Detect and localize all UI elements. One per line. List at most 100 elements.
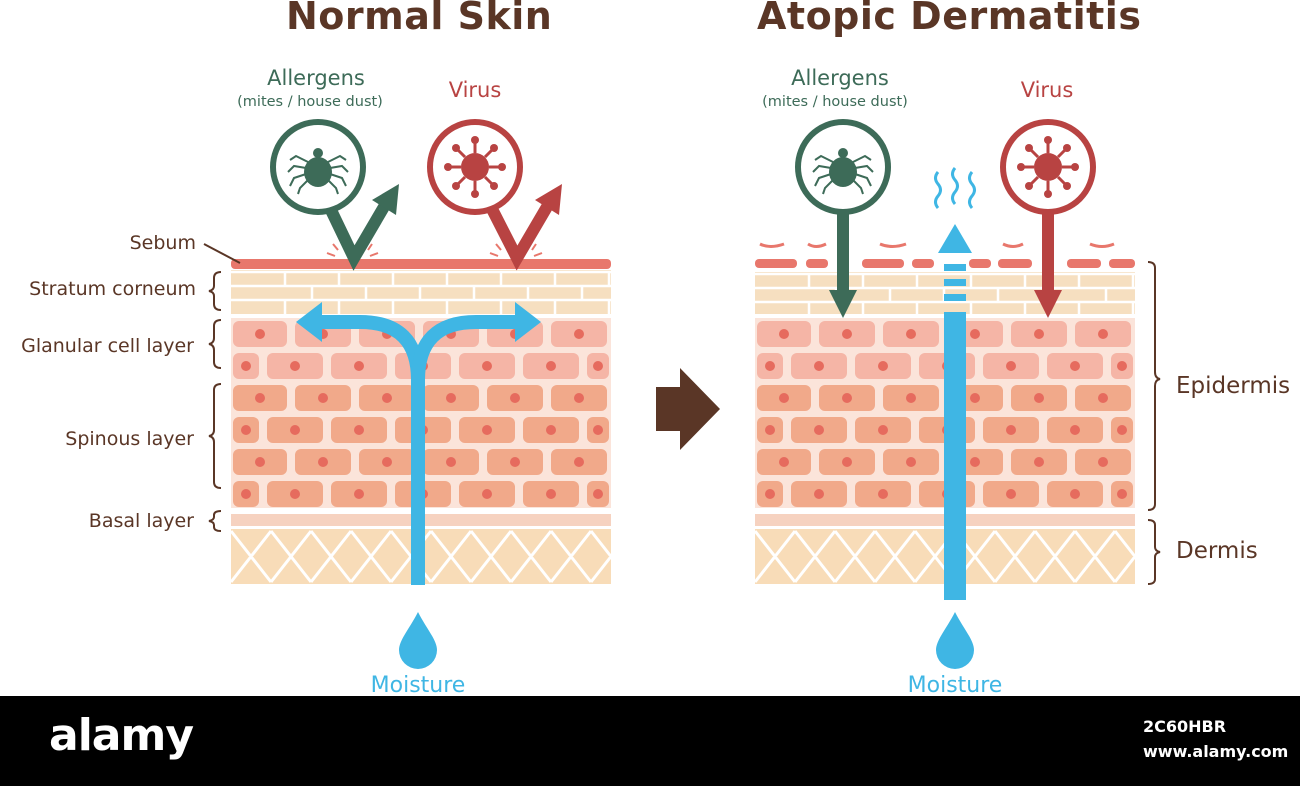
cell-nucleus [510,393,520,403]
cell-nucleus [1034,329,1044,339]
cell-nucleus [382,393,392,403]
normal-skin-title: Normal Skin [286,0,553,38]
layer-braces [208,271,222,532]
cell-nucleus [482,425,492,435]
cell-nucleus [354,489,364,499]
cell-nucleus [814,489,824,499]
cell-nucleus [970,393,980,403]
cell-nucleus [546,361,556,371]
atopic-allergen-pin [795,119,891,318]
atopic-virus-label: Virus [1020,78,1074,102]
normal-skin-block [231,259,611,584]
cell-nucleus [1034,393,1044,403]
cell-nucleus [382,457,392,467]
cell-nucleus [1070,425,1080,435]
normal-virus-label: Virus [448,78,502,102]
cell-nucleus [906,457,916,467]
cell-nucleus [354,361,364,371]
cell-nucleus [906,329,916,339]
cell-nucleus [970,457,980,467]
cell-nucleus [546,489,556,499]
cell-nucleus [765,489,775,499]
atopic-skin-block [755,242,1135,584]
broken-sebum [755,242,1135,268]
normal-moisture-label: Moisture [370,673,466,698]
water-drop-icon [399,612,437,669]
dermis-label: Dermis [1176,538,1258,564]
cell-nucleus [482,489,492,499]
cell-nucleus [1117,425,1127,435]
granular-layer-label: Glanular cell layer [21,335,194,357]
cell-nucleus [241,425,251,435]
cell-nucleus [318,457,328,467]
cell-nucleus [842,393,852,403]
normal-allergens-label: Allergens [267,66,365,90]
atopic-virus-pin [1000,119,1096,318]
cell-nucleus [779,329,789,339]
cell-nucleus [842,457,852,467]
cell-nucleus [814,425,824,435]
cell-nucleus [446,393,456,403]
sebum-leader [203,243,241,264]
cell-nucleus [1098,457,1108,467]
cell-nucleus [1098,329,1108,339]
cell-nucleus [255,457,265,467]
cell-nucleus [878,425,888,435]
stratum-corneum-label: Stratum corneum [29,278,196,300]
cell-nucleus [446,457,456,467]
alamy-logo: alamy [49,710,194,761]
epidermis-label: Epidermis [1176,373,1291,399]
moisture-retained-arrow [315,315,521,585]
atopic-allergens-sublabel: (mites / house dust) [762,94,908,110]
cell-nucleus [814,361,824,371]
cell-nucleus [878,489,888,499]
cell-nucleus [546,425,556,435]
arrow-right-icon [656,368,720,450]
cell-nucleus [593,425,603,435]
cell-nucleus [970,329,980,339]
cell-nucleus [354,425,364,435]
cell-nucleus [574,329,584,339]
site-url: www.alamy.com [1143,742,1289,761]
mite-icon [812,148,874,195]
atopic-allergens-label: Allergens [791,66,889,90]
virus-icon [1017,136,1079,198]
cell-nucleus [1117,361,1127,371]
cell-nucleus [510,457,520,467]
cell-nucleus [906,393,916,403]
cell-nucleus [290,489,300,499]
watermark-footer: alamy 2C60HBR www.alamy.com [0,696,1300,786]
cell-nucleus [765,425,775,435]
cell-nucleus [574,457,584,467]
skin-diagram [203,119,1161,669]
normal-allergens-sublabel: (mites / house dust) [237,94,383,110]
virus-icon [444,136,506,198]
cell-nucleus [241,361,251,371]
cell-nucleus [779,393,789,403]
cell-nucleus [318,393,328,403]
cell-nucleus [593,489,603,499]
cell-nucleus [255,329,265,339]
cell-nucleus [255,393,265,403]
cell-nucleus [1034,457,1044,467]
cell-nucleus [290,361,300,371]
atopic-moisture-label: Moisture [907,673,1003,698]
cell-nucleus [593,361,603,371]
sebum-layer [231,259,611,269]
cell-nucleus [1098,393,1108,403]
normal-virus-pin [427,119,562,271]
heat-waves-icon [934,167,976,209]
atopic-dermatitis-title: Atopic Dermatitis [757,0,1142,38]
cell-nucleus [779,457,789,467]
cell-nucleus [878,361,888,371]
basal-layer-label: Basal layer [88,510,194,532]
cell-nucleus [482,361,492,371]
cell-nucleus [241,489,251,499]
cell-nucleus [1006,425,1016,435]
cell-nucleus [765,361,775,371]
sebum-label: Sebum [129,232,196,254]
spinous-layer-label: Spinous layer [65,428,194,450]
normal-allergen-pin [270,119,399,271]
cell-nucleus [1070,489,1080,499]
cell-nucleus [574,393,584,403]
